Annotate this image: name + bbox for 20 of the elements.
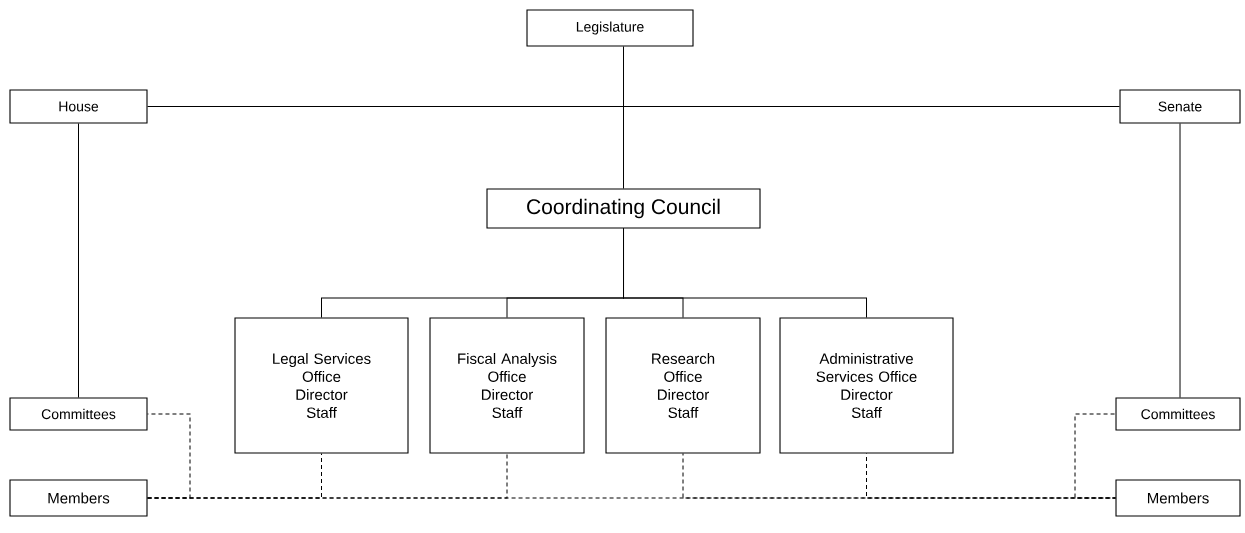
connector-line [623, 228, 867, 318]
chamber-box: House [9, 89, 148, 124]
office-box: Research Office Director Staff [605, 317, 761, 454]
office-box: Administrative Services Office Director Staff [779, 317, 954, 454]
connector-line [147, 106, 1120, 107]
office-box: Legal Services Office Director Staff [234, 317, 409, 454]
connector-line [623, 46, 624, 189]
connector-line [147, 453, 508, 499]
council-box: Coordinating Council [486, 188, 761, 229]
connector-line [147, 413, 191, 499]
connector-line [1179, 123, 1181, 398]
committee-box: Committees [9, 397, 148, 431]
office-box: Fiscal Analysis Office Director Staff [429, 317, 585, 454]
title-box: Legislature [526, 9, 694, 47]
committee-box: Committees [1115, 397, 1241, 431]
connector-line [1074, 413, 1116, 499]
members-box: Members [9, 479, 148, 517]
members-box: Members [1115, 479, 1241, 517]
chamber-box: Senate [1119, 89, 1241, 124]
connector-line [78, 123, 79, 398]
